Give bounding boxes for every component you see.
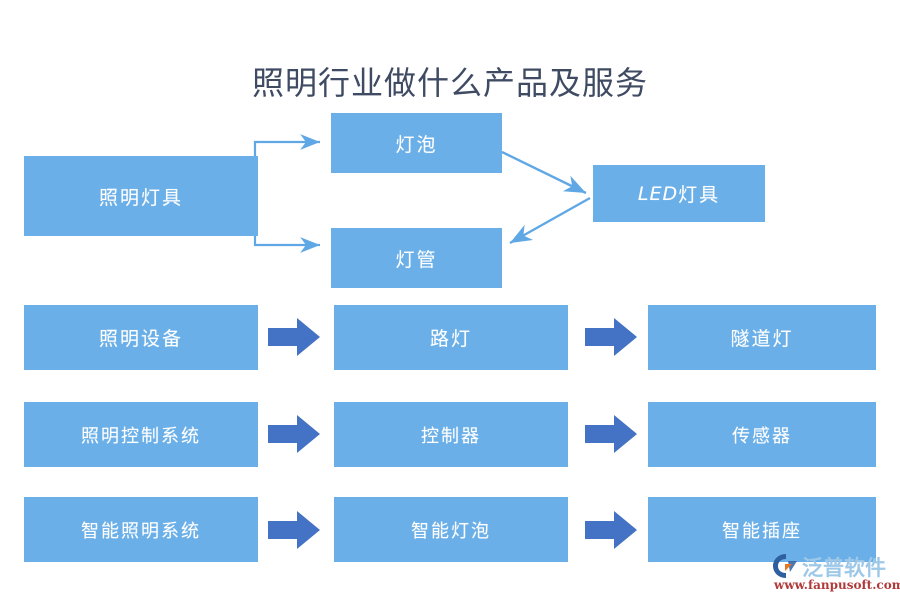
connector-bulb-to-led bbox=[501, 150, 587, 195]
node-row-smart-step-2[interactable]: 智能灯泡 bbox=[334, 497, 568, 562]
connector-lamp-to-tube bbox=[253, 196, 320, 253]
block-arrow-row-control-2 bbox=[585, 415, 637, 453]
block-arrow-row-equipment-1 bbox=[268, 318, 320, 356]
node-label: 智能照明系统 bbox=[81, 520, 201, 542]
page-title: 照明行业做什么产品及服务 bbox=[251, 64, 648, 102]
node-row-equipment-step-3[interactable]: 隧道灯 bbox=[648, 305, 876, 370]
node-bulb[interactable]: 灯泡 bbox=[331, 113, 502, 173]
block-arrow-row-smart-2 bbox=[585, 511, 637, 549]
node-label: 照明灯具 bbox=[98, 186, 183, 209]
node-row-equipment-step-2[interactable]: 路灯 bbox=[334, 305, 568, 370]
node-label-prefix: LED bbox=[637, 182, 679, 205]
node-row-control-step-3[interactable]: 传感器 bbox=[648, 402, 876, 467]
node-label: 传感器 bbox=[732, 425, 792, 447]
node-row-equipment-step-1[interactable]: 照明设备 bbox=[24, 305, 258, 370]
block-arrow-row-smart-1 bbox=[268, 511, 320, 549]
watermark-brand: 泛普软件 bbox=[802, 555, 886, 580]
node-label: 智能灯泡 bbox=[411, 520, 491, 542]
node-lighting-fixtures[interactable]: 照明灯具 bbox=[24, 156, 258, 236]
node-label-suffix: 灯具 bbox=[678, 184, 721, 206]
node-label: 照明控制系统 bbox=[81, 425, 201, 447]
node-tube[interactable]: 灯管 bbox=[331, 228, 502, 288]
node-label: 灯泡 bbox=[395, 133, 438, 156]
fanpu-logo-icon bbox=[773, 554, 797, 578]
node-row-control-step-2[interactable]: 控制器 bbox=[334, 402, 568, 467]
node-row-smart-step-3[interactable]: 智能插座 bbox=[648, 497, 876, 562]
connector-led-to-tube bbox=[509, 196, 591, 245]
watermark: 泛普软件 www.fanpusoft.com bbox=[772, 552, 900, 596]
node-label: 隧道灯 bbox=[730, 328, 794, 350]
node-row-control-step-1[interactable]: 照明控制系统 bbox=[24, 402, 258, 467]
node-label: 控制器 bbox=[421, 425, 481, 447]
node-label: 路灯 bbox=[429, 328, 472, 350]
node-label: 灯管 bbox=[395, 248, 438, 271]
watermark-url: www.fanpusoft.com bbox=[774, 578, 900, 592]
node-label: 智能插座 bbox=[722, 520, 802, 542]
connector-lamp-to-bulb bbox=[253, 134, 320, 196]
block-arrow-row-equipment-2 bbox=[585, 318, 637, 356]
block-arrow-row-control-1 bbox=[268, 415, 320, 453]
node-label: 照明设备 bbox=[98, 328, 183, 350]
node-row-smart-step-1[interactable]: 智能照明系统 bbox=[24, 497, 258, 562]
